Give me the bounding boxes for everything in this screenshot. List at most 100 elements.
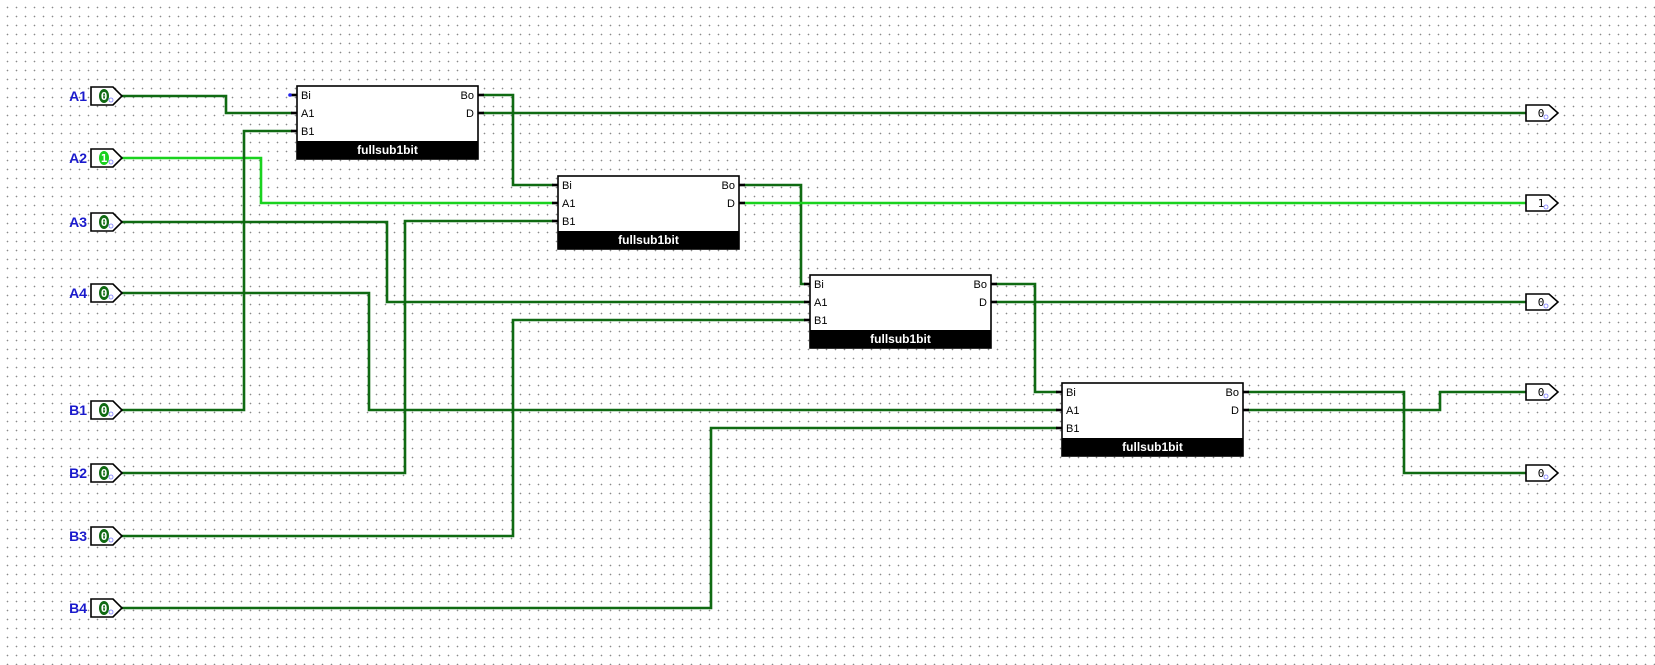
port-label-bo: Bo (1226, 387, 1239, 399)
input-pin-b4[interactable]: B4 0 (69, 598, 124, 618)
subcircuit-title: fullsub1bit (618, 233, 679, 247)
input-pin-label: B1 (69, 402, 87, 418)
bit-width-marker (1543, 303, 1549, 309)
bit-width-marker (108, 609, 114, 615)
wire-sub3-Bo-to-sub4-Bi[interactable] (995, 282, 1058, 394)
port-label-bi: Bi (562, 180, 572, 192)
wire-B3-to-sub3-B1[interactable] (120, 318, 806, 538)
input-pin-label: B3 (69, 528, 87, 544)
input-pin-label: A3 (69, 214, 87, 230)
bit-width-marker (108, 474, 114, 480)
output-pin-body[interactable] (1525, 464, 1560, 482)
input-value-indicator[interactable] (99, 466, 109, 480)
input-value-indicator[interactable] (99, 601, 109, 615)
output-pin-value: 0 (1538, 467, 1545, 480)
output-pin-body[interactable] (1525, 293, 1560, 311)
output-pin-body[interactable] (1525, 104, 1560, 122)
input-value-indicator[interactable] (99, 529, 109, 543)
subcircuit-footer (1062, 438, 1243, 456)
outputs-layer: 0 1 0 0 0 (1525, 104, 1560, 482)
input-value-indicator[interactable] (99, 89, 109, 103)
port-label-bi: Bi (301, 90, 311, 102)
input-pin-label: B2 (69, 465, 87, 481)
output-pin-body[interactable] (1525, 383, 1560, 401)
bit-width-marker (1543, 114, 1549, 120)
port-label-d: D (1231, 405, 1239, 417)
output-pin-value: 0 (1538, 386, 1545, 399)
wire-sub1-Bo-to-sub2-Bi[interactable] (482, 93, 554, 187)
output-pin-d3[interactable]: 0 (1525, 293, 1560, 311)
port-label-d: D (979, 297, 987, 309)
output-pin-value: 0 (1538, 296, 1545, 309)
input-value-indicator[interactable] (99, 151, 109, 165)
wire-B2-to-sub2-B1[interactable] (120, 219, 554, 475)
input-pin-a4[interactable]: A4 0 (69, 283, 124, 303)
wire-A3-to-sub3-A1[interactable] (120, 220, 806, 304)
input-value-indicator[interactable] (99, 286, 109, 300)
input-pin-value: 1 (101, 152, 108, 165)
bit-width-marker (1543, 204, 1549, 210)
bit-width-marker (108, 97, 114, 103)
input-pin-value: 0 (101, 90, 108, 103)
subcircuit-footer (297, 141, 478, 159)
subcircuit-title: fullsub1bit (1122, 440, 1183, 454)
output-pin-d2[interactable]: 1 (1525, 194, 1560, 212)
input-value-indicator[interactable] (99, 403, 109, 417)
input-pin-value: 0 (101, 404, 108, 417)
port-label-a1: A1 (301, 108, 314, 120)
bit-width-marker (1543, 474, 1549, 480)
input-pin-a1[interactable]: A1 0 (69, 86, 124, 106)
subcircuit-footer (558, 231, 739, 249)
input-pin-a3[interactable]: A3 0 (69, 212, 124, 232)
wire-sub2-Bo-to-sub3-Bi[interactable] (743, 183, 806, 286)
subcircuit-title: fullsub1bit (357, 143, 418, 157)
port-label-b1: B1 (1066, 423, 1079, 435)
wire-B1-to-sub1-B1[interactable] (120, 129, 293, 412)
bit-width-marker (108, 537, 114, 543)
input-pin-label: A4 (69, 285, 87, 301)
wire-B4-to-sub4-B1[interactable] (120, 426, 1058, 610)
port-label-a1: A1 (814, 297, 827, 309)
bit-width-marker (1543, 393, 1549, 399)
input-pin-label: B4 (69, 600, 87, 616)
output-pin-bout[interactable]: 0 (1525, 464, 1560, 482)
wire-sub4-D-to-D4[interactable] (1247, 390, 1528, 412)
output-pin-body[interactable] (1525, 194, 1560, 212)
input-pin-value: 0 (101, 287, 108, 300)
wire-A1-to-sub1-A1[interactable] (120, 94, 293, 115)
input-pin-value: 0 (101, 216, 108, 229)
input-pin-b1[interactable]: B1 0 (69, 400, 124, 420)
port-label-bi: Bi (1066, 387, 1076, 399)
input-value-indicator[interactable] (99, 215, 109, 229)
input-pin-b2[interactable]: B2 0 (69, 463, 124, 483)
port-label-b1: B1 (562, 216, 575, 228)
wire-sub4-Bo-to-Bout[interactable] (1247, 390, 1528, 475)
port-label-bo: Bo (974, 279, 987, 291)
input-pin-label: A1 (69, 88, 87, 104)
output-pin-d4[interactable]: 0 (1525, 383, 1560, 401)
blocks-layer: fullsub1bitBiA1B1BoDfullsub1bitBiA1B1BoD… (288, 85, 1249, 457)
bit-width-marker (108, 294, 114, 300)
bit-width-marker (108, 159, 114, 165)
input-pin-value: 0 (101, 467, 108, 480)
wire-A4-to-sub4-A1[interactable] (120, 291, 1058, 412)
port-label-bi: Bi (814, 279, 824, 291)
bit-width-marker (108, 411, 114, 417)
bit-width-marker (108, 223, 114, 229)
port-label-b1: B1 (814, 315, 827, 327)
output-pin-d1[interactable]: 0 (1525, 104, 1560, 122)
output-pin-value: 1 (1538, 197, 1545, 210)
port-label-bo: Bo (722, 180, 735, 192)
port-label-bo: Bo (461, 90, 474, 102)
input-pin-value: 0 (101, 602, 108, 615)
port-label-a1: A1 (562, 198, 575, 210)
subcircuit-footer (810, 330, 991, 348)
wire-A2-to-sub2-A1[interactable] (120, 156, 554, 205)
